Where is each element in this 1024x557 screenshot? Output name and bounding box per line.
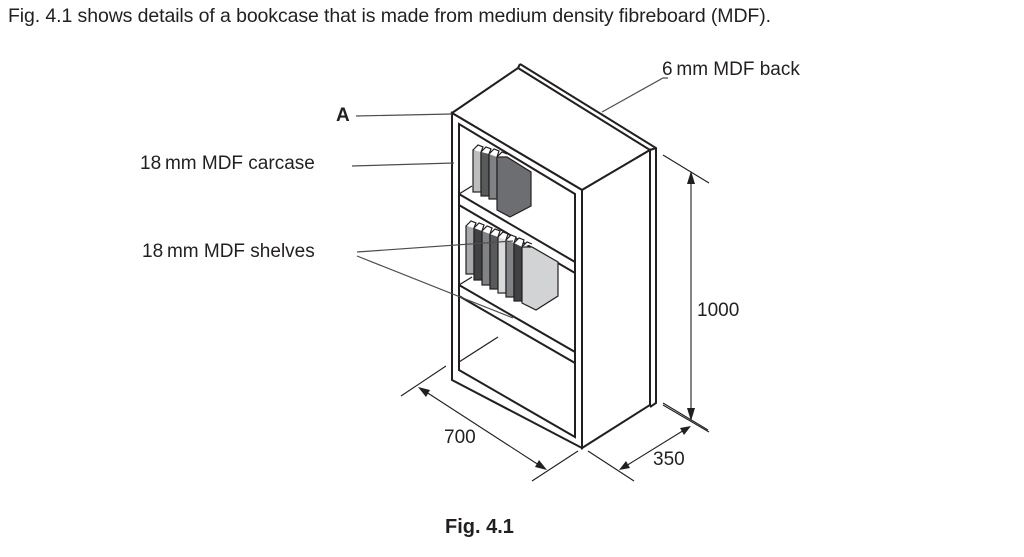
side-panel bbox=[581, 148, 651, 450]
dimension-height bbox=[662, 154, 710, 433]
book bbox=[497, 236, 507, 294]
leader-back bbox=[601, 77, 668, 113]
book bbox=[488, 153, 498, 200]
label-point-a: A bbox=[336, 105, 350, 126]
book bbox=[480, 151, 490, 197]
book bbox=[481, 230, 491, 286]
label-back: 6 mm MDF back bbox=[662, 59, 800, 80]
figure-caption: Fig. 4.1 bbox=[445, 516, 514, 538]
shelf-lower bbox=[458, 283, 576, 365]
book bbox=[521, 246, 559, 311]
book bbox=[472, 149, 482, 193]
back-panel-edge bbox=[519, 63, 657, 408]
book bbox=[513, 242, 523, 302]
books-upper bbox=[472, 144, 532, 218]
label-shelves: 18 mm MDF shelves bbox=[142, 241, 315, 262]
leader-shelves-2 bbox=[356, 255, 514, 319]
label-carcase: 18 mm MDF carcase bbox=[140, 153, 315, 174]
shelf-upper bbox=[458, 192, 576, 275]
dimension-depth-value: 350 bbox=[653, 449, 685, 470]
dimension-height-value: 1000 bbox=[697, 300, 740, 321]
dimension-depth bbox=[587, 402, 709, 482]
intro-text: Fig. 4.1 shows details of a bookcase tha… bbox=[8, 5, 771, 27]
book bbox=[496, 156, 532, 218]
book bbox=[473, 227, 483, 281]
book bbox=[465, 225, 475, 275]
leader-carcase bbox=[351, 162, 455, 167]
book bbox=[505, 239, 515, 298]
books-lower bbox=[465, 220, 559, 311]
leader-a bbox=[355, 113, 453, 117]
dimension-width-value: 700 bbox=[444, 427, 476, 448]
leader-shelves-1 bbox=[356, 240, 514, 253]
dimension-width bbox=[400, 365, 579, 482]
